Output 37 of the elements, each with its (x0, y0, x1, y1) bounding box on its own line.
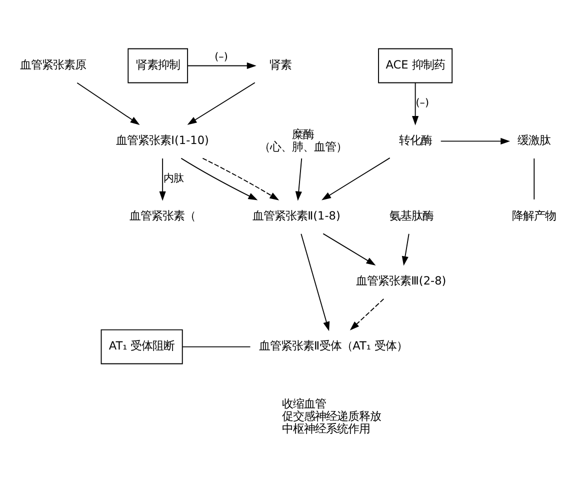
edge-label: (–) (416, 97, 430, 110)
node-text: 降解产物 (512, 210, 556, 223)
arrow (322, 233, 376, 266)
arrow (187, 62, 256, 70)
node-text: 血管紧张素Ⅱ(1-8) (252, 210, 340, 223)
connector (534, 158, 535, 200)
node-text: 血管紧张素原 (20, 58, 86, 72)
arrow (180, 158, 258, 200)
arrow (76, 82, 140, 125)
node-box: 肾素抑制 (128, 48, 188, 84)
node-text: 糜酶 （心、肺、血管） (259, 128, 348, 154)
node-text: 氨基肽酶 (390, 210, 434, 223)
edge-label: 内肽 (163, 172, 184, 185)
node-text: 转化酶 (398, 134, 432, 148)
node-text: 血管紧张素Ⅰ(1-10) (116, 134, 209, 148)
label: 促交感神经递质释放 (282, 410, 381, 423)
arrow (412, 82, 419, 126)
arrow (202, 158, 280, 200)
label: 收缩血管 (282, 398, 326, 411)
connector (182, 346, 251, 348)
node-text: 缓激肽 (518, 134, 551, 148)
arrow (159, 158, 166, 201)
node-text: 血管紧张素Ⅱ受体（AT₁ 受体） (259, 340, 408, 353)
node-text: 肾素 (269, 58, 292, 72)
arrow (300, 233, 330, 332)
arrow (350, 298, 384, 330)
label: 中枢神经系统作用 (282, 422, 370, 436)
node-box: ACE 抑制药 (378, 48, 453, 84)
arrow (295, 158, 302, 201)
node-box: AT₁ 受体阻断 (100, 329, 183, 364)
arrow (187, 82, 256, 125)
arrow (402, 233, 410, 266)
node-text: 血管紧张素Ⅲ(2-8) (356, 274, 446, 288)
arrow (322, 157, 390, 200)
edge-label: (–) (214, 50, 228, 63)
arrow (440, 138, 510, 144)
node-text: 血管紧张素（ (130, 210, 196, 223)
